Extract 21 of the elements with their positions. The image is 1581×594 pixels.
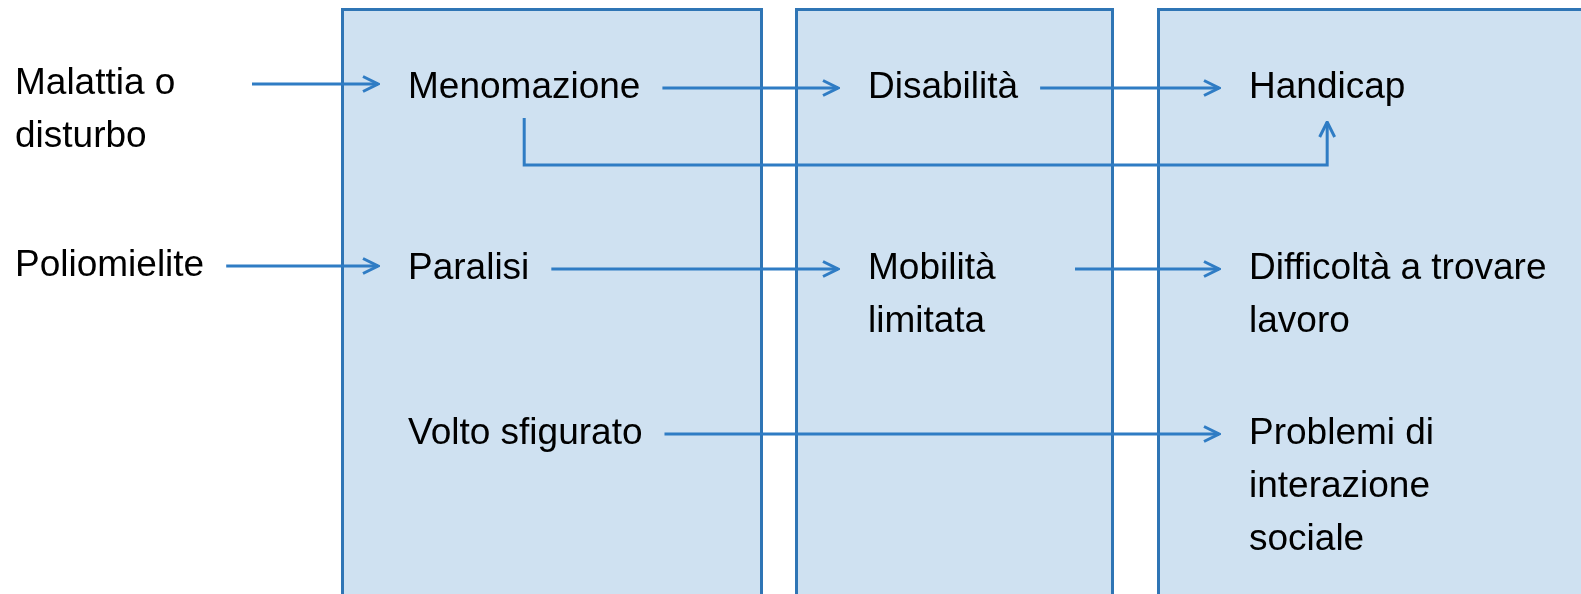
column-panel [341,8,763,594]
node-label: Poliomielite [15,237,205,290]
node-label: Difficoltà a trovare lavoro [1249,240,1549,346]
arrow [551,260,840,278]
node-label: Menomazione [408,59,641,112]
arrow [1075,260,1221,278]
column-panel [795,8,1114,594]
arrow [664,425,1221,443]
node-label: Problemi di interazione sociale [1249,405,1514,564]
arrow [522,118,1337,167]
node-label: Malattia o disturbo [15,55,230,161]
arrow [662,79,840,97]
arrow [1040,79,1221,97]
arrow [226,257,380,275]
node-label: Mobilità limitata [868,240,1053,346]
column-panel [1157,8,1581,594]
node-label: Disabilità [868,59,1019,112]
arrow [252,75,380,93]
node-label: Volto sfigurato [408,405,643,458]
node-label: Handicap [1249,59,1406,112]
node-label: Paralisi [408,240,530,293]
